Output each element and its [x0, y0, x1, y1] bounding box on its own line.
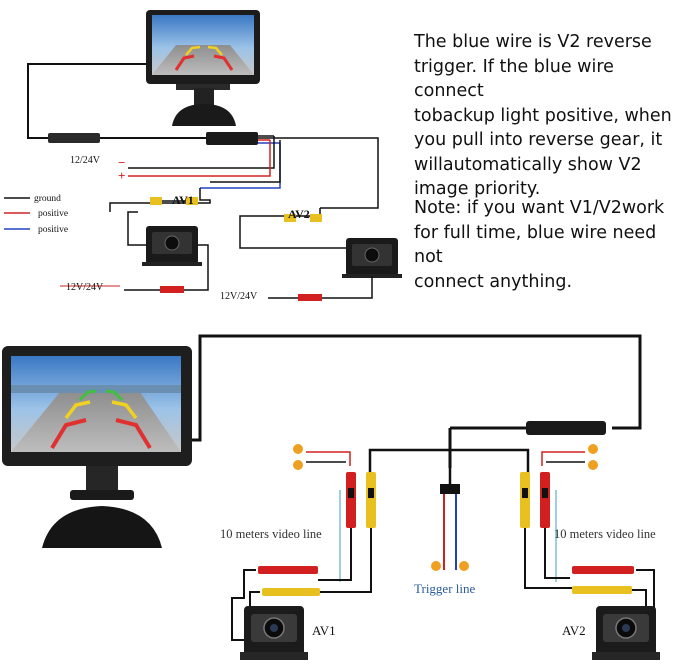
av2-label-bottom: AV2	[562, 623, 586, 638]
legend: ground positive positive	[4, 194, 68, 235]
bottom-diagram: 10 meters video line 10 meters video lin…	[2, 334, 660, 660]
legend-positive-red: positive	[38, 209, 68, 219]
legend-ground: ground	[34, 194, 61, 204]
video-line-right-label: 10 meters video line	[554, 527, 656, 541]
camera-av2-bottom	[592, 606, 660, 660]
av1-label-top: AV1	[172, 193, 194, 207]
cam1-power-label: 12V/24V	[66, 282, 104, 293]
minus-sign: −	[118, 155, 125, 170]
full-time-note: Note: if you want V1/V2work for full tim…	[414, 198, 665, 292]
av1-label-bottom: AV1	[312, 623, 336, 638]
reverse-trigger-note: The blue wire is V2 reverse trigger. If …	[414, 32, 672, 199]
monitor-top	[146, 10, 260, 126]
legend-positive-blue: positive	[38, 225, 68, 235]
cam2-power-label: 12V/24V	[220, 291, 258, 302]
av2-label-top: AV2	[288, 207, 310, 221]
camera-av1-bottom	[240, 606, 308, 660]
top-diagram: 12/24V − + AV1 AV2 12V/24V 12V/24V groun…	[4, 10, 402, 302]
camera-av1-top	[142, 226, 202, 266]
camera-av2-top	[342, 238, 402, 278]
monitor-bottom	[2, 346, 192, 548]
trigger-line-label: Trigger line	[414, 581, 475, 596]
power-label: 12/24V	[70, 155, 101, 166]
video-line-left-label: 10 meters video line	[220, 527, 322, 541]
power-icons-left	[293, 444, 351, 470]
power-icons-right	[541, 444, 598, 470]
plus-sign: +	[118, 168, 125, 183]
